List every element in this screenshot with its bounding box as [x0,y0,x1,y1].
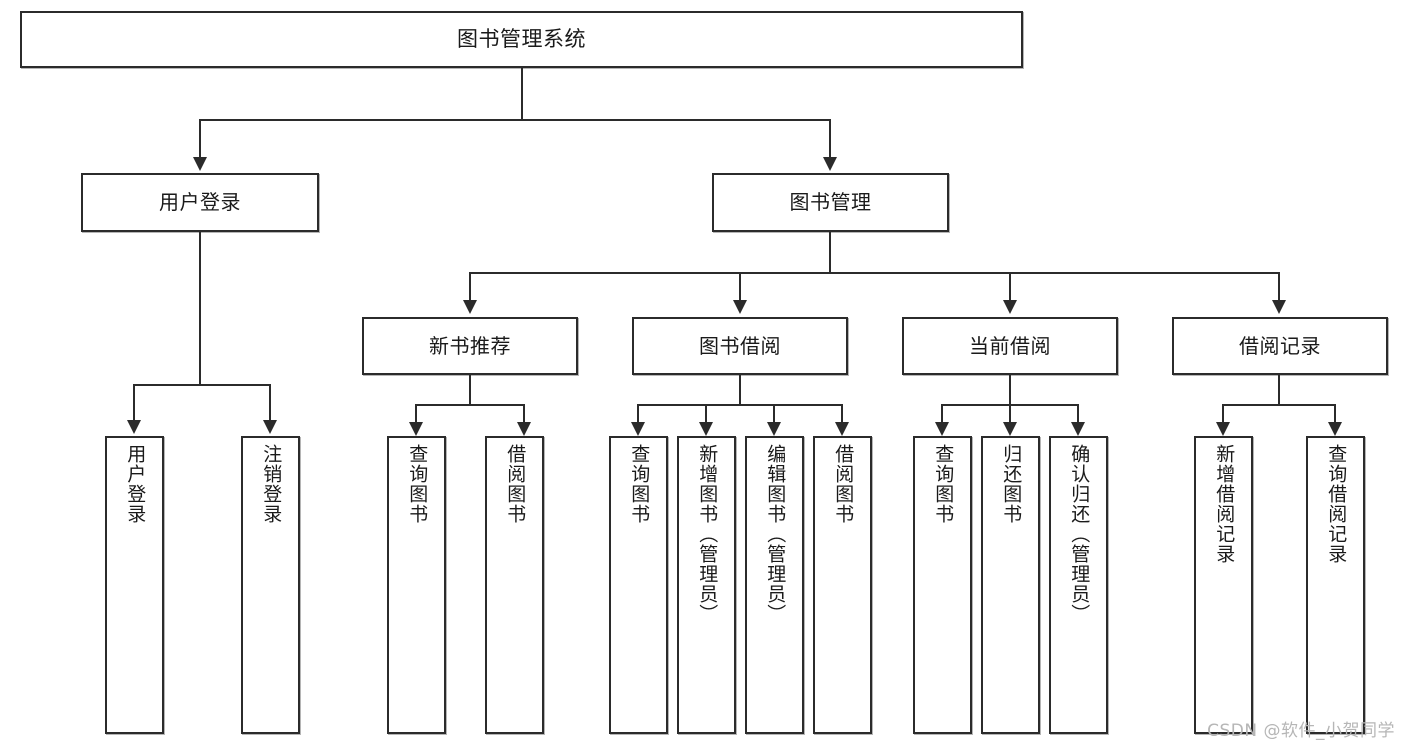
node-new-book-recommend[interactable]: 新书推荐 [362,317,578,375]
leaf-label: 查询借阅记录 [1325,444,1348,564]
arrowhead-leaf-query-record [1328,422,1342,436]
leaf-label: 用户登录 [124,444,147,524]
leaf-label: 编辑图书（管理员） [764,444,787,624]
connector-borrow-record-stem [1278,375,1280,404]
node-book-borrow[interactable]: 图书借阅 [632,317,848,375]
leaf-add-book-admin[interactable]: 新增图书（管理员） [677,436,736,734]
leaf-label: 查询图书 [932,444,955,524]
connector-to-borrow-record [1278,272,1280,302]
connector-new-book-stem [469,375,471,404]
leaf-user-login[interactable]: 用户登录 [105,436,164,734]
connector-current-borrow-leaf2 [1009,404,1011,424]
arrowhead-borrow-record [1272,300,1286,314]
arrowhead-leaf-return-book [1003,422,1017,436]
connector-current-borrow-leaf3 [1077,404,1079,424]
leaf-edit-book-admin[interactable]: 编辑图书（管理员） [745,436,804,734]
leaf-return-book[interactable]: 归还图书 [981,436,1040,734]
leaf-label: 查询图书 [628,444,651,524]
node-borrow-record[interactable]: 借阅记录 [1172,317,1388,375]
connector-to-book-borrow [739,272,741,302]
connector-current-borrow-stem [1009,375,1011,404]
node-label: 图书管理 [789,190,872,214]
leaf-query-book-new-recommend[interactable]: 查询图书 [387,436,446,734]
connector-borrow-record-bus [1222,404,1336,406]
connector-user-login-leaf1 [133,384,135,422]
connector-book-borrow-leaf1 [637,404,639,424]
leaf-label: 借阅图书 [832,444,855,524]
arrowhead-leaf-query-book-cb [935,422,949,436]
arrowhead-leaf-add-record [1216,422,1230,436]
connector-user-login-leaf2 [269,384,271,422]
leaf-label: 确认归还（管理员） [1068,444,1091,624]
arrowhead-current-borrow [1003,300,1017,314]
connector-root-bus [199,119,831,121]
connector-user-login-bus [133,384,269,386]
leaf-label: 注销登录 [260,444,283,524]
leaf-label: 查询图书 [406,444,429,524]
arrowhead-leaf-confirm-return [1071,422,1085,436]
node-label: 当前借阅 [969,333,1051,358]
connector-current-borrow-leaf1 [941,404,943,424]
connector-book-management-stem [829,232,831,272]
arrowhead-leaf-add-book [699,422,713,436]
leaf-label: 新增图书（管理员） [696,444,719,624]
connector-book-borrow-bus [637,404,843,406]
connector-user-login-stem [199,232,201,384]
arrowhead-leaf-borrow-book-nb [517,422,531,436]
node-label: 借阅记录 [1239,333,1321,358]
leaf-borrow-book-new-recommend[interactable]: 借阅图书 [485,436,544,734]
node-label: 图书借阅 [699,333,781,358]
arrowhead-book-management [823,157,837,171]
arrowhead-user-login [193,157,207,171]
arrowhead-new-book-recommend [463,300,477,314]
leaf-query-book-borrow[interactable]: 查询图书 [609,436,668,734]
leaf-query-book-current[interactable]: 查询图书 [913,436,972,734]
connector-to-current-borrow [1009,272,1011,302]
node-label: 新书推荐 [429,333,511,358]
node-book-management[interactable]: 图书管理 [712,173,949,232]
connector-book-management-bus [469,272,1280,274]
connector-book-borrow-leaf2 [705,404,707,424]
node-current-borrow[interactable]: 当前借阅 [902,317,1118,375]
arrowhead-leaf-user-login [127,420,141,434]
arrowhead-leaf-logout [263,420,277,434]
node-root-book-management-system[interactable]: 图书管理系统 [20,11,1023,68]
node-label: 图书管理系统 [457,27,586,52]
arrowhead-leaf-query-book-bb [631,422,645,436]
connector-new-book-leaf1 [415,404,417,424]
leaf-logout[interactable]: 注销登录 [241,436,300,734]
leaf-label: 新增借阅记录 [1213,444,1236,564]
arrowhead-leaf-borrow-book-bb [835,422,849,436]
connector-new-book-bus [415,404,525,406]
connector-borrow-record-leaf1 [1222,404,1224,424]
arrowhead-leaf-query-book-nb [409,422,423,436]
arrowhead-book-borrow [733,300,747,314]
connector-root-to-book-management [829,119,831,159]
connector-new-book-leaf2 [523,404,525,424]
leaf-confirm-return-admin[interactable]: 确认归还（管理员） [1049,436,1108,734]
leaf-query-borrow-record[interactable]: 查询借阅记录 [1306,436,1365,734]
arrowhead-leaf-edit-book [767,422,781,436]
connector-book-borrow-leaf3 [773,404,775,424]
csdn-watermark: CSDN @软件_小贺同学 [1207,721,1395,741]
leaf-borrow-book[interactable]: 借阅图书 [813,436,872,734]
leaf-label: 借阅图书 [504,444,527,524]
connector-to-new-book [469,272,471,302]
node-user-login[interactable]: 用户登录 [81,173,319,232]
leaf-label: 归还图书 [1000,444,1023,524]
connector-root-to-user-login [199,119,201,159]
connector-book-borrow-leaf4 [841,404,843,424]
connector-borrow-record-leaf2 [1334,404,1336,424]
connector-root-stem [521,68,523,119]
node-label: 用户登录 [159,190,241,214]
connector-book-borrow-stem [739,375,741,404]
leaf-add-borrow-record[interactable]: 新增借阅记录 [1194,436,1253,734]
